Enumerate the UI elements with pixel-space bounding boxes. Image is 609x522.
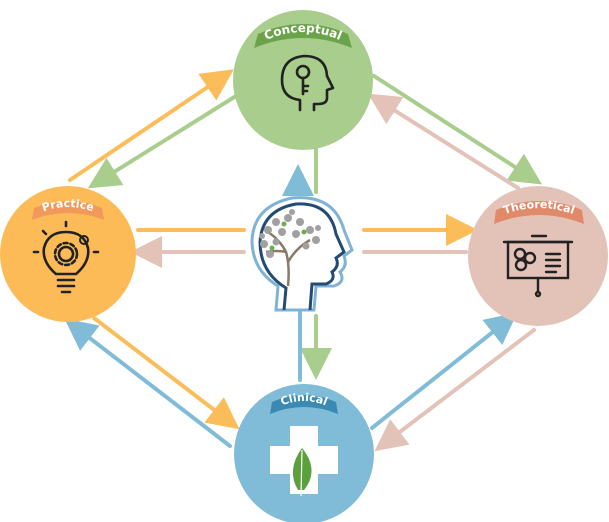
ribbon-theoretical	[494, 201, 584, 224]
ribbon-conceptual	[254, 24, 352, 48]
arrow-clinical-to-practice	[64, 318, 232, 448]
svg-text:Theoretical: Theoretical	[502, 198, 577, 217]
arrow-conceptual-to-theoretical	[372, 74, 543, 185]
node-practice-label: Practice	[40, 197, 95, 214]
arrow-practice-to-clinical	[92, 316, 240, 430]
node-conceptual[interactable]: Conceptual	[233, 10, 373, 150]
arrow-theoretical-to-conceptual	[367, 93, 520, 190]
node-practice-circle	[0, 186, 136, 322]
node-theoretical[interactable]: Theoretical	[468, 186, 608, 326]
node-clinical[interactable]: Clinical	[234, 384, 374, 522]
cross-leaf-icon	[270, 426, 338, 497]
arrow-conceptual-to-practice	[87, 94, 238, 189]
arrow-practice-to-conceptual	[68, 69, 234, 182]
ribbon-clinical	[270, 395, 338, 414]
arrow-theoretical-to-clinical	[374, 328, 536, 452]
node-theoretical-label: Theoretical	[502, 198, 577, 217]
node-theoretical-circle	[468, 186, 608, 326]
node-conceptual-label: Conceptual	[262, 21, 344, 43]
presentation-board-icon	[502, 234, 574, 298]
svg-text:Practice: Practice	[40, 197, 95, 214]
node-practice[interactable]: Practice	[0, 186, 136, 322]
arrow-clinical-to-theoretical	[370, 312, 518, 430]
arrows	[64, 69, 543, 452]
lightbulb-gear-icon	[32, 220, 100, 294]
head-key-icon	[280, 54, 335, 112]
head-tree-icon	[250, 196, 354, 312]
ribbon-practice	[32, 201, 104, 220]
svg-text:Conceptual: Conceptual	[262, 21, 344, 43]
